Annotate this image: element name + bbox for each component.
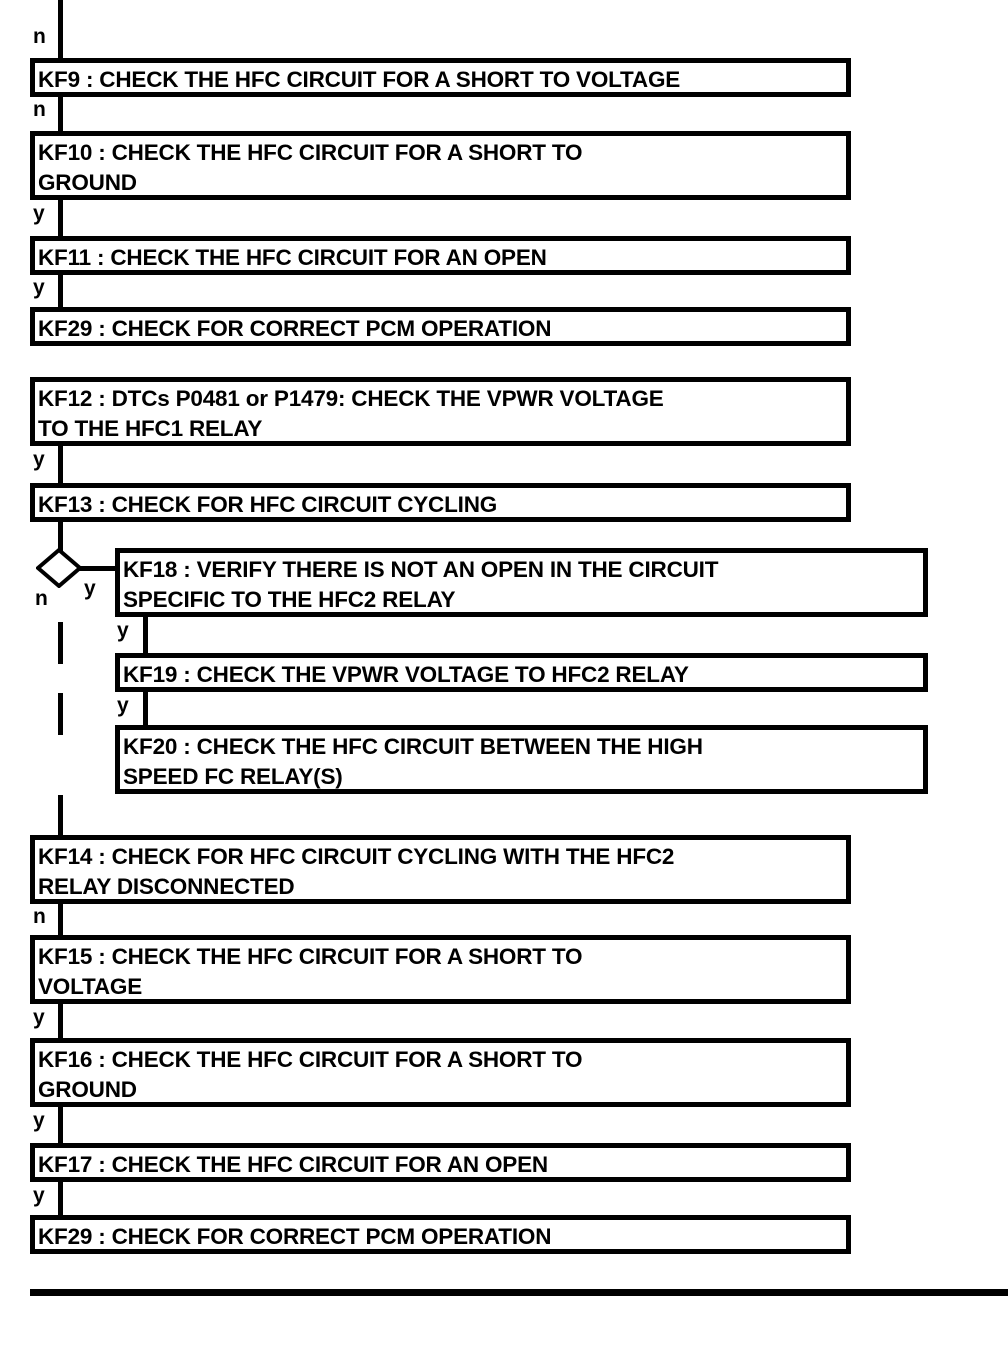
edge-label-kf15-kf16: y	[33, 1006, 45, 1029]
edge-label-kf9-kf10: n	[33, 98, 46, 121]
node-kf18[interactable]: KF18 : VERIFY THERE IS NOT AN OPEN IN TH…	[115, 548, 928, 617]
edge-label-kf16-kf17: y	[33, 1109, 45, 1132]
connector-decision-no-seg1	[58, 622, 63, 664]
edge-label-kf14-kf15: n	[33, 905, 46, 928]
edge-label-kf19-kf20: y	[117, 694, 129, 717]
node-kf13[interactable]: KF13 : CHECK FOR HFC CIRCUIT CYCLING	[30, 483, 851, 522]
diamond-shape	[34, 547, 84, 589]
connector-kf13-decision	[58, 522, 63, 551]
node-kf17[interactable]: KF17 : CHECK THE HFC CIRCUIT FOR AN OPEN	[30, 1143, 851, 1182]
connector-decision-no-seg2	[58, 693, 63, 735]
node-kf29-upper[interactable]: KF29 : CHECK FOR CORRECT PCM OPERATION	[30, 307, 851, 346]
connector-kf19-kf20	[143, 692, 148, 725]
connector-kf16-kf17	[58, 1107, 63, 1143]
connector-kf15-kf16	[58, 1004, 63, 1038]
edge-label-kf11-kf29a: y	[33, 276, 45, 299]
node-kf14[interactable]: KF14 : CHECK FOR HFC CIRCUIT CYCLING WIT…	[30, 835, 851, 904]
connector-kf17-kf29b	[58, 1182, 63, 1215]
edge-label-decision-no: n	[35, 587, 48, 610]
edge-label-kf10-kf11: y	[33, 202, 45, 225]
edge-label-kf12-kf13: y	[33, 448, 45, 471]
connector-decision-no-seg3	[58, 795, 63, 835]
connector-kf10-kf11	[58, 200, 63, 236]
node-kf20[interactable]: KF20 : CHECK THE HFC CIRCUIT BETWEEN THE…	[115, 725, 928, 794]
node-kf10[interactable]: KF10 : CHECK THE HFC CIRCUIT FOR A SHORT…	[30, 131, 851, 200]
node-kf9[interactable]: KF9 : CHECK THE HFC CIRCUIT FOR A SHORT …	[30, 58, 851, 97]
edge-label-decision-yes: y	[84, 577, 96, 600]
footer-divider	[30, 1289, 1008, 1296]
edge-label-kf17-kf29b: y	[33, 1184, 45, 1207]
edge-label-top-incoming: n	[33, 25, 46, 48]
node-kf12[interactable]: KF12 : DTCs P0481 or P1479: CHECK THE VP…	[30, 377, 851, 446]
node-kf15[interactable]: KF15 : CHECK THE HFC CIRCUIT FOR A SHORT…	[30, 935, 851, 1004]
connector-top-incoming	[58, 0, 63, 58]
node-kf19[interactable]: KF19 : CHECK THE VPWR VOLTAGE TO HFC2 RE…	[115, 653, 928, 692]
edge-label-kf18-kf19: y	[117, 619, 129, 642]
connector-kf18-kf19	[143, 617, 148, 653]
decision-diamond[interactable]	[34, 547, 84, 589]
connector-kf12-kf13	[58, 446, 63, 483]
connector-kf9-kf10	[58, 97, 63, 131]
connector-kf14-kf15	[58, 904, 63, 935]
connector-decision-kf18	[79, 566, 119, 571]
connector-kf11-kf29a	[58, 275, 63, 307]
node-kf11[interactable]: KF11 : CHECK THE HFC CIRCUIT FOR AN OPEN	[30, 236, 851, 275]
node-kf29-lower[interactable]: KF29 : CHECK FOR CORRECT PCM OPERATION	[30, 1215, 851, 1254]
node-kf16[interactable]: KF16 : CHECK THE HFC CIRCUIT FOR A SHORT…	[30, 1038, 851, 1107]
